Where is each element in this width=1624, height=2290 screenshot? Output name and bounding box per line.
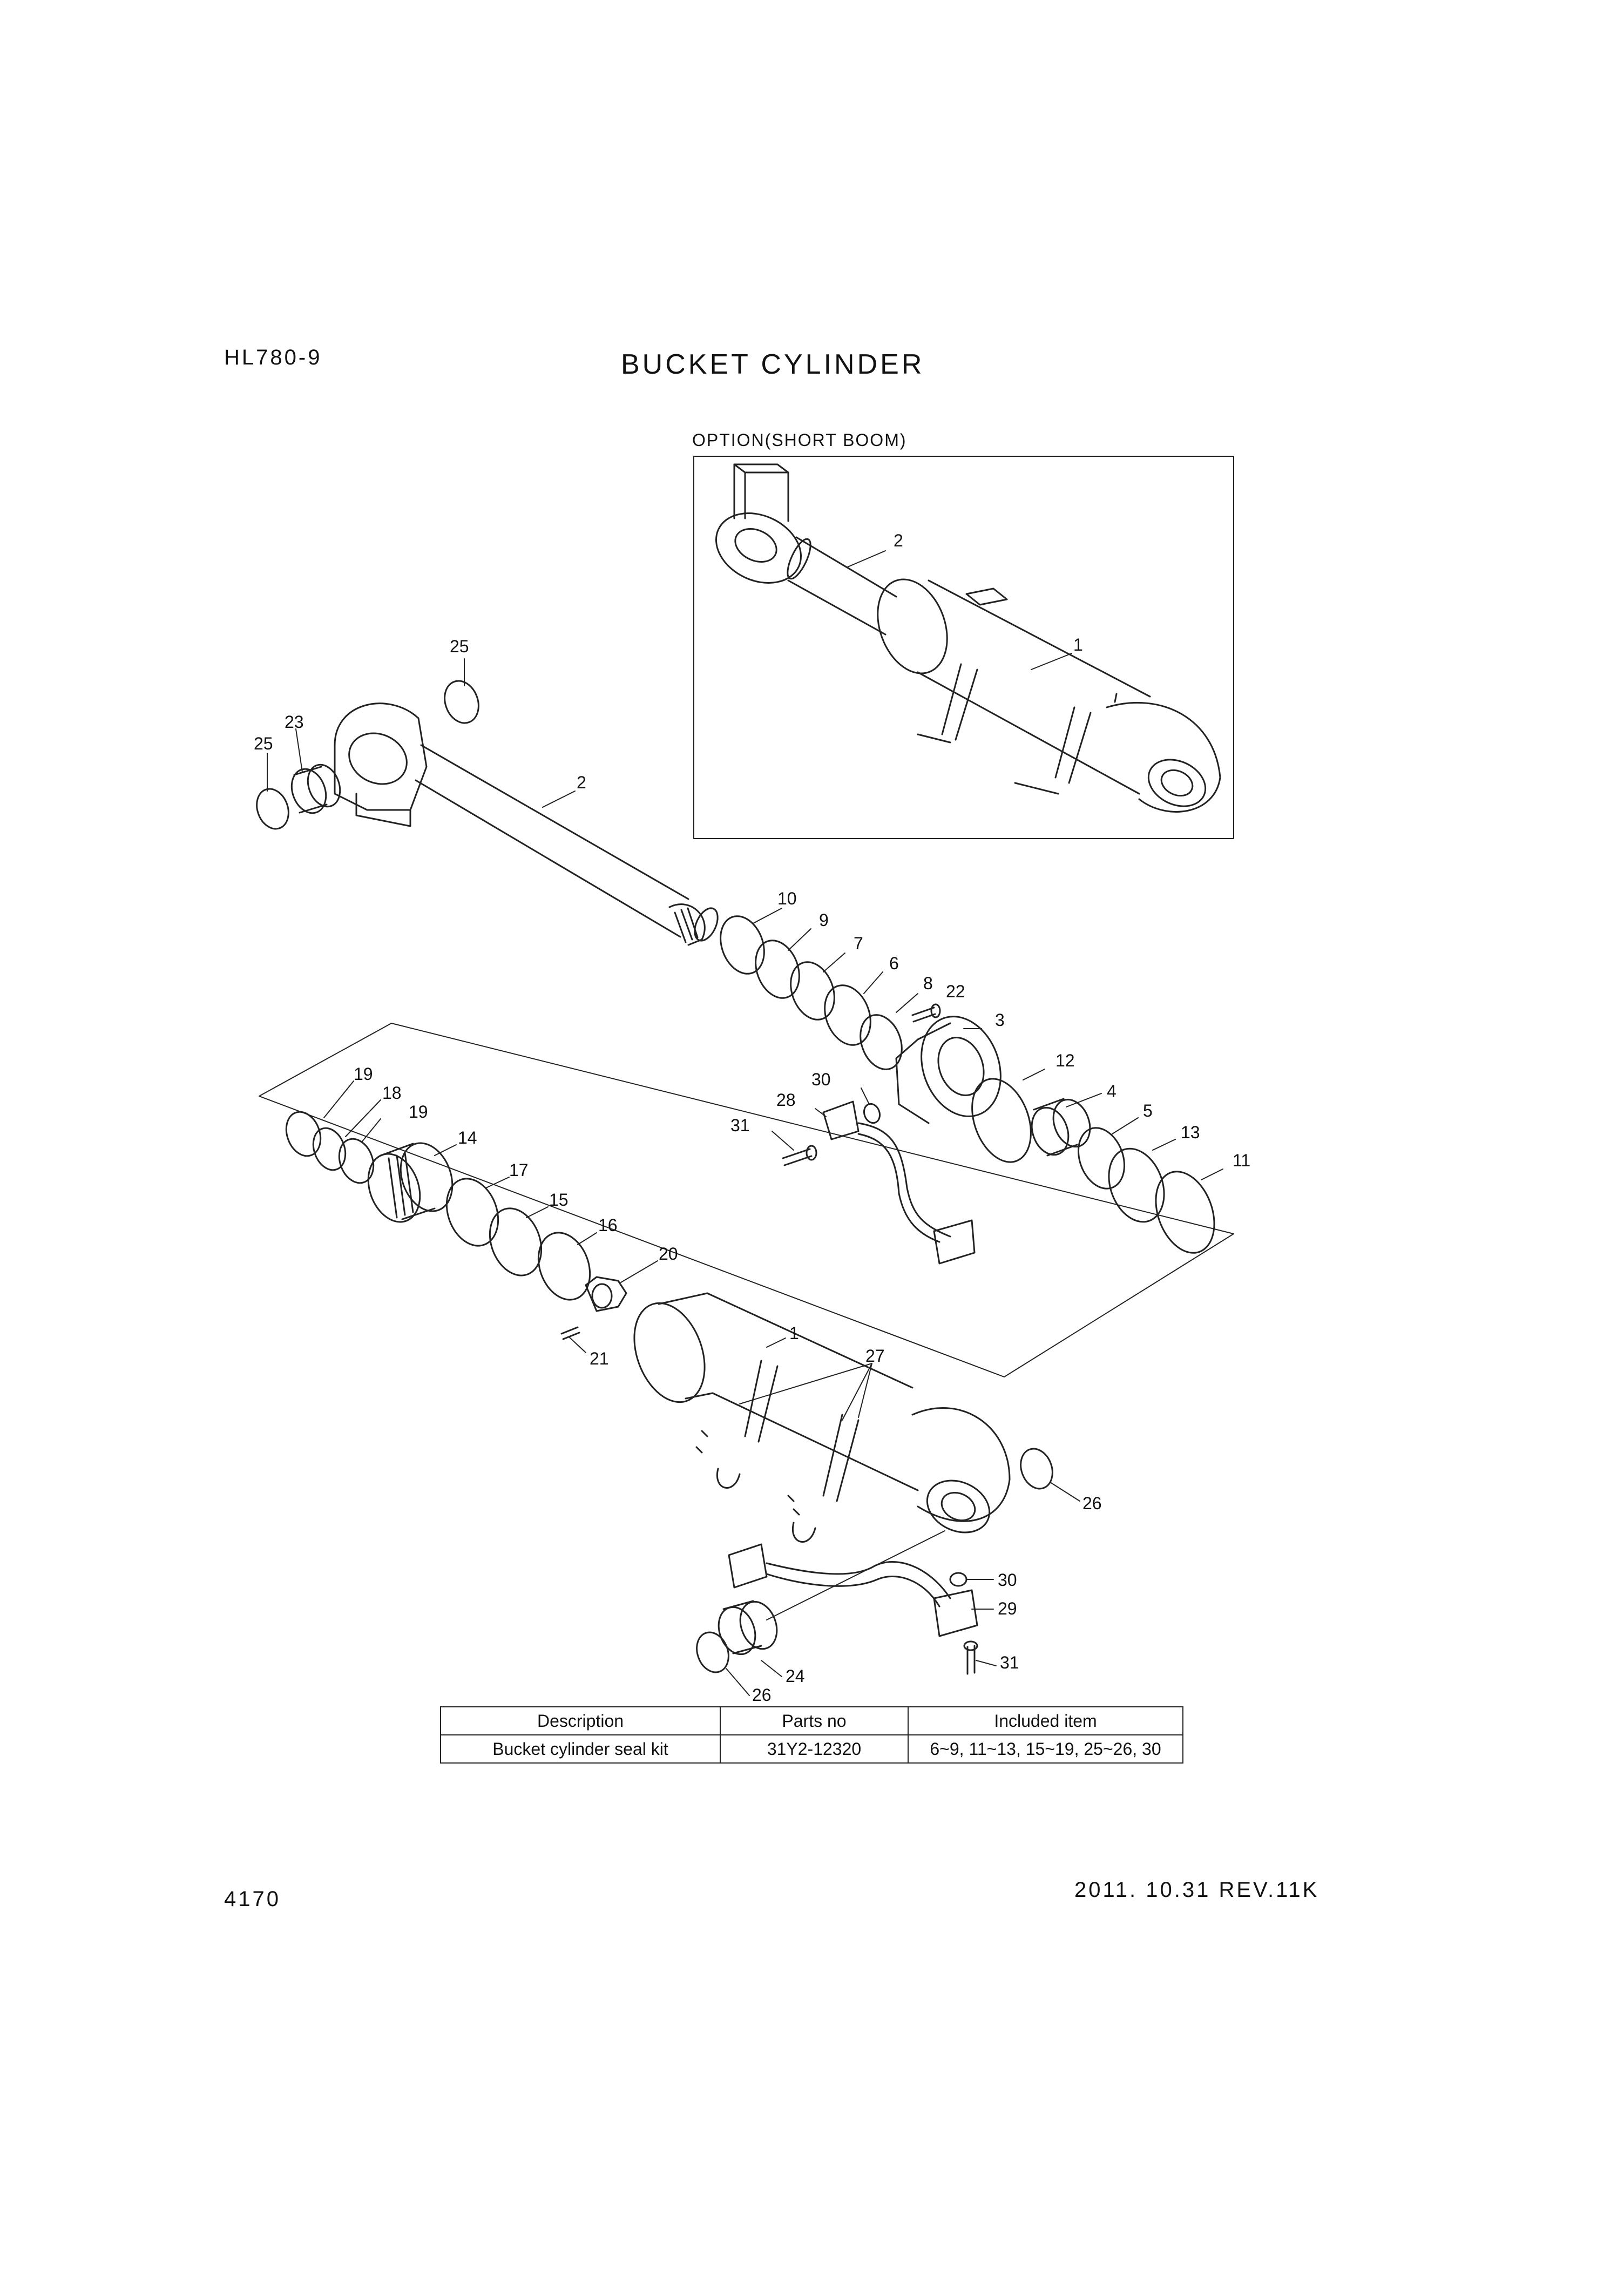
callout-opt-1: 1 xyxy=(1073,635,1083,654)
pipe-assembly-28 xyxy=(822,1100,976,1265)
backup-ring-8 xyxy=(860,1014,903,1070)
option-rod-assembly xyxy=(715,463,897,636)
callout-20: 20 xyxy=(659,1244,678,1264)
wear-ring-19a xyxy=(285,1111,322,1157)
col-description: Description xyxy=(440,1706,721,1735)
callout-13: 13 xyxy=(1181,1123,1200,1142)
callout-30b: 30 xyxy=(998,1570,1017,1590)
table-row: Bucket cylinder seal kit 31Y2-12320 6~9,… xyxy=(440,1734,1183,1764)
callout-29: 29 xyxy=(998,1599,1017,1618)
dust-seal-25b xyxy=(444,680,479,724)
cell-included-item: 6~9, 11~13, 15~19, 25~26, 30 xyxy=(908,1734,1183,1764)
callout-2: 2 xyxy=(577,773,586,792)
callout-22: 22 xyxy=(946,982,965,1001)
bolt-31a xyxy=(782,1145,817,1166)
o-ring-11 xyxy=(1155,1171,1215,1254)
tube-assembly-1 xyxy=(633,1292,1011,1543)
callout-9: 9 xyxy=(819,910,829,930)
callout-5: 5 xyxy=(1143,1101,1153,1120)
callout-labels: 2 1 25 23 25 2 10 9 7 6 8 22 3 12 4 5 13… xyxy=(254,531,1250,1705)
rod-bushing-6 xyxy=(824,984,871,1046)
piston-rod-assembly xyxy=(334,702,719,946)
dust-seal-25a xyxy=(256,788,289,830)
wear-ring-19b xyxy=(338,1138,375,1184)
dust-wiper-5 xyxy=(1077,1127,1126,1190)
callout-14: 14 xyxy=(458,1128,477,1147)
rod-seal-9 xyxy=(755,940,800,999)
o-ring-30b xyxy=(949,1572,967,1587)
callout-19b: 19 xyxy=(409,1102,428,1122)
rod-cover-3 xyxy=(895,1016,1002,1124)
callout-opt-2: 2 xyxy=(894,531,903,550)
pipe-assembly-29 xyxy=(728,1543,978,1637)
buffer-ring-7 xyxy=(790,961,835,1021)
model-number: HL780-9 xyxy=(224,346,322,369)
seal-kit-header-row: Description Parts no Included item xyxy=(440,1706,1183,1735)
callout-10: 10 xyxy=(777,889,797,908)
col-included-item: Included item xyxy=(908,1706,1183,1735)
dust-seal-26b xyxy=(696,1631,729,1673)
callout-24: 24 xyxy=(786,1666,805,1686)
retaining-ring-10 xyxy=(720,915,765,975)
dust-seal-26a xyxy=(1020,1448,1053,1490)
piston-seal-17 xyxy=(445,1178,499,1247)
callout-21: 21 xyxy=(590,1349,609,1368)
bushing-24 xyxy=(718,1600,778,1656)
callout-16: 16 xyxy=(598,1215,618,1235)
callout-6: 6 xyxy=(889,954,899,973)
seal-18 xyxy=(312,1127,347,1171)
o-ring-30a xyxy=(863,1103,881,1124)
ring-16 xyxy=(537,1232,591,1301)
backup-ring-13 xyxy=(1108,1147,1165,1223)
callout-28: 28 xyxy=(776,1090,796,1110)
callout-31b: 31 xyxy=(1000,1653,1019,1672)
option-box-frame xyxy=(693,456,1234,839)
bushing-4 xyxy=(1031,1098,1091,1157)
bushing-23 xyxy=(290,764,341,814)
cell-parts-no: 31Y2-12320 xyxy=(720,1734,909,1764)
callout-25a: 25 xyxy=(450,637,469,656)
explode-frame xyxy=(259,1023,1234,1377)
piston-14 xyxy=(367,1142,454,1223)
cell-description: Bucket cylinder seal kit xyxy=(440,1734,721,1764)
callout-30a: 30 xyxy=(811,1070,831,1089)
seal-kit-table: Description Parts no Included item Bucke… xyxy=(440,1706,1183,1764)
option-tube-assembly xyxy=(877,578,1221,813)
callout-27: 27 xyxy=(865,1346,885,1366)
callout-26a: 26 xyxy=(1082,1494,1102,1513)
callout-11: 11 xyxy=(1233,1151,1250,1170)
callout-17: 17 xyxy=(509,1160,529,1180)
callout-8: 8 xyxy=(923,974,933,993)
callout-15: 15 xyxy=(549,1190,569,1210)
callout-25b: 25 xyxy=(254,734,273,753)
callout-12: 12 xyxy=(1055,1051,1075,1070)
set-screw-21 xyxy=(560,1326,580,1340)
o-ring-12 xyxy=(971,1078,1032,1163)
callout-4: 4 xyxy=(1107,1082,1116,1101)
bolt-22 xyxy=(911,1003,941,1023)
revision-date: 2011. 10.31 REV.11K xyxy=(1074,1878,1320,1902)
bolt-31b xyxy=(963,1640,978,1675)
option-box-label: OPTION(SHORT BOOM) xyxy=(692,430,907,450)
callout-26b: 26 xyxy=(752,1685,772,1705)
col-parts-no: Parts no xyxy=(720,1706,909,1735)
callout-3: 3 xyxy=(995,1010,1005,1030)
callout-18: 18 xyxy=(382,1083,402,1103)
callout-23: 23 xyxy=(285,712,304,732)
ring-15 xyxy=(489,1207,543,1276)
leader-lines xyxy=(267,550,1223,1696)
callout-31a: 31 xyxy=(730,1116,750,1135)
page-number: 4170 xyxy=(224,1887,281,1911)
nut-20 xyxy=(585,1276,627,1312)
callout-7: 7 xyxy=(854,934,863,953)
callout-19a: 19 xyxy=(354,1064,373,1084)
page-title: BUCKET CYLINDER xyxy=(621,349,925,380)
callout-1: 1 xyxy=(789,1323,799,1343)
